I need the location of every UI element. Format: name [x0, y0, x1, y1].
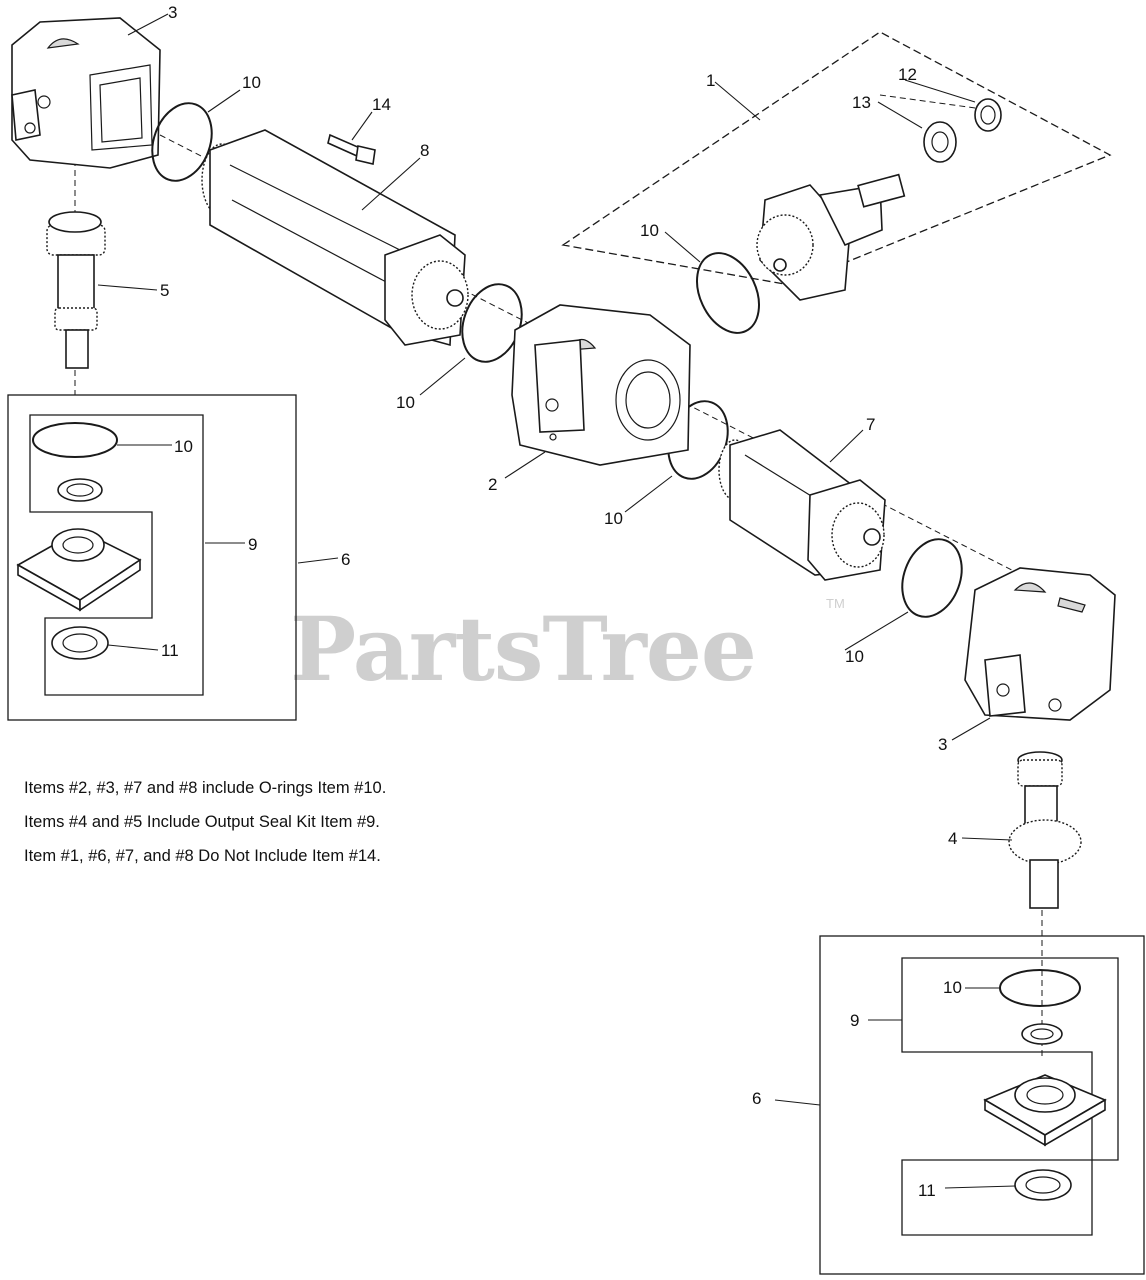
callout-12: 12	[898, 65, 917, 84]
shaft-part-5	[46, 211, 106, 369]
housing-part-2	[511, 304, 691, 466]
callout-11-right: 11	[918, 1181, 936, 1200]
callout-6-right: 6	[752, 1089, 761, 1108]
parts-tree-watermark: PartsTree TM	[290, 596, 845, 701]
assembly-axis-lines	[74, 94, 1091, 1060]
callout-numbers: 3 10 14 8 5 1 12 13 10 10 2 10 7 10 3 4 …	[160, 3, 962, 1200]
callout-10-left-kit: 10	[174, 437, 193, 456]
tube-part-7	[718, 429, 886, 581]
callout-10-right: 10	[845, 647, 864, 666]
callout-14: 14	[372, 95, 391, 114]
callout-5: 5	[160, 281, 169, 300]
callout-11-left: 11	[161, 641, 179, 660]
callout-10-right-kit: 10	[943, 978, 962, 997]
output-seal-kit-left	[7, 394, 297, 721]
watermark-text: PartsTree	[290, 597, 756, 701]
callout-6-left: 6	[341, 550, 350, 569]
note-o-rings: Items #2, #3, #7 and #8 include O-rings …	[24, 779, 387, 797]
o-ring-part-10-kit1	[696, 252, 760, 334]
leader-lines	[97, 13, 1016, 1189]
callout-10-mid-left: 10	[396, 393, 415, 412]
callout-10-top: 10	[242, 73, 261, 92]
o-ring-part-10-top	[151, 102, 213, 182]
watermark-tm: TM	[826, 596, 845, 611]
note-item-14-exclusion: Item #1, #6, #7, and #8 Do Not Include I…	[24, 847, 381, 865]
callout-2: 2	[488, 475, 497, 494]
seal-part-12	[974, 98, 1002, 132]
housing-part-3-top	[11, 17, 161, 169]
callout-3-top: 3	[168, 3, 177, 22]
callout-13: 13	[852, 93, 871, 112]
callout-9-left: 9	[248, 535, 257, 554]
callout-7: 7	[866, 415, 875, 434]
housing-part-3-bottom	[964, 567, 1116, 721]
callout-10-kit1: 10	[640, 221, 659, 240]
tube-part-8	[201, 129, 469, 347]
callout-4: 4	[948, 829, 957, 848]
bolt-part-14	[327, 133, 376, 165]
callout-1: 1	[706, 71, 715, 90]
note-output-seal-kit: Items #4 and #5 Include Output Seal Kit …	[24, 813, 380, 831]
callout-3-bottom: 3	[938, 735, 947, 754]
output-seal-kit-right	[819, 935, 1145, 1275]
callout-9-right: 9	[850, 1011, 859, 1030]
callout-8: 8	[420, 141, 429, 160]
callout-10-center: 10	[604, 509, 623, 528]
input-assembly-part-1	[561, 31, 1112, 301]
o-ring-part-10-right	[901, 538, 963, 618]
shaft-part-4	[1008, 751, 1082, 909]
seal-part-13	[923, 121, 957, 163]
